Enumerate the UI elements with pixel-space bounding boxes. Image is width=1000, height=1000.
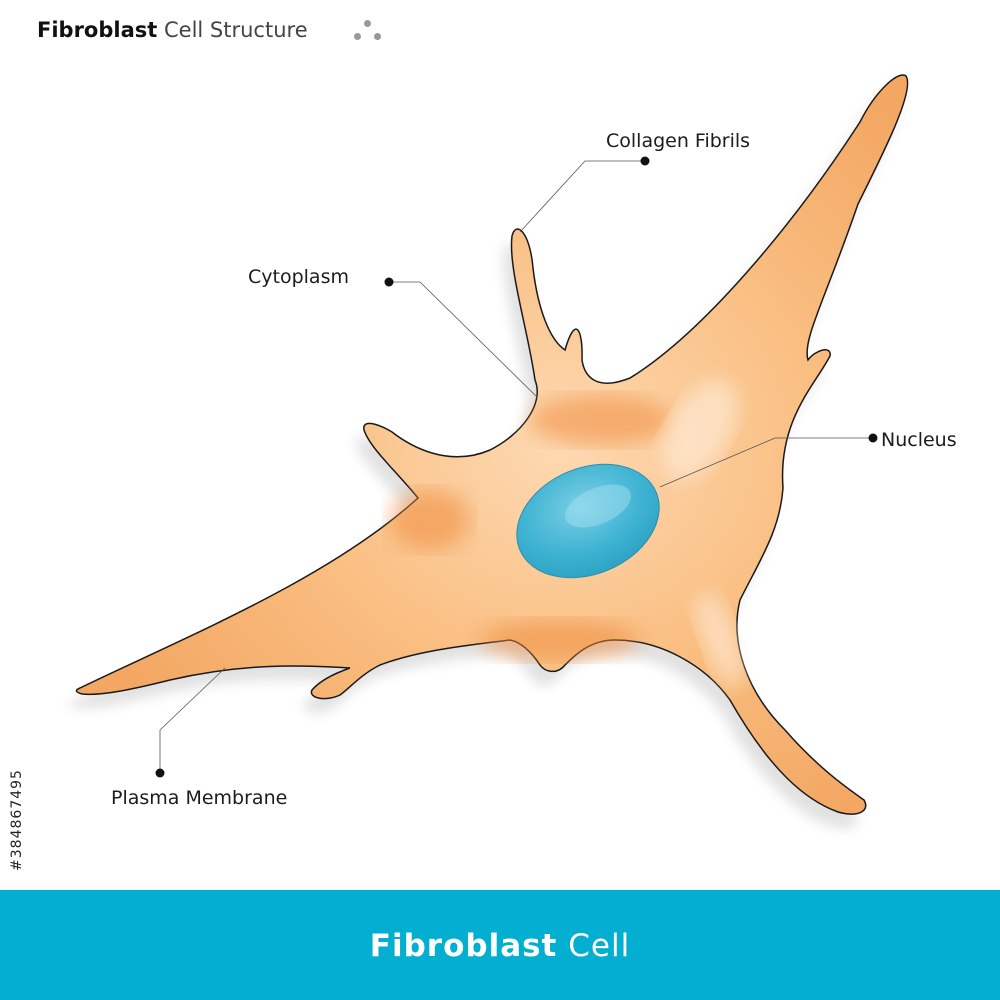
label-nucleus: Nucleus xyxy=(881,429,957,451)
title-light: Cell Structure xyxy=(164,18,308,42)
footer-title: Fibroblast Cell xyxy=(0,928,1000,964)
leader-dots xyxy=(155,156,878,778)
membrane-dot xyxy=(155,768,165,778)
nucleus xyxy=(516,463,660,579)
cytoplasm-leader xyxy=(389,281,538,398)
collagen-dot xyxy=(640,156,650,166)
nucleus-leader xyxy=(659,437,873,488)
nucleus-dot xyxy=(868,433,878,443)
footer-title-bold: Fibroblast xyxy=(369,928,558,964)
label-cytoplasm: Cytoplasm xyxy=(248,266,349,288)
dots-icon xyxy=(354,20,386,46)
cell-body xyxy=(75,74,909,815)
leader-lines xyxy=(159,160,873,773)
side-id-text: #384867495 xyxy=(9,769,25,871)
footer-title-light: Cell xyxy=(568,928,631,964)
cytoplasm-shading xyxy=(390,380,745,688)
page-title: Fibroblast Cell Structure xyxy=(37,18,308,42)
label-collagen-fibrils: Collagen Fibrils xyxy=(606,130,751,152)
nucleus-highlight xyxy=(565,484,631,528)
title-bold: Fibroblast xyxy=(37,18,158,42)
collagen-leader xyxy=(519,160,645,233)
footer-bar xyxy=(0,890,1000,1000)
side-id: #384867495 xyxy=(2,760,32,880)
membrane-leader xyxy=(159,667,226,773)
label-plasma-membrane: Plasma Membrane xyxy=(111,787,288,809)
cytoplasm-dot xyxy=(384,277,394,287)
